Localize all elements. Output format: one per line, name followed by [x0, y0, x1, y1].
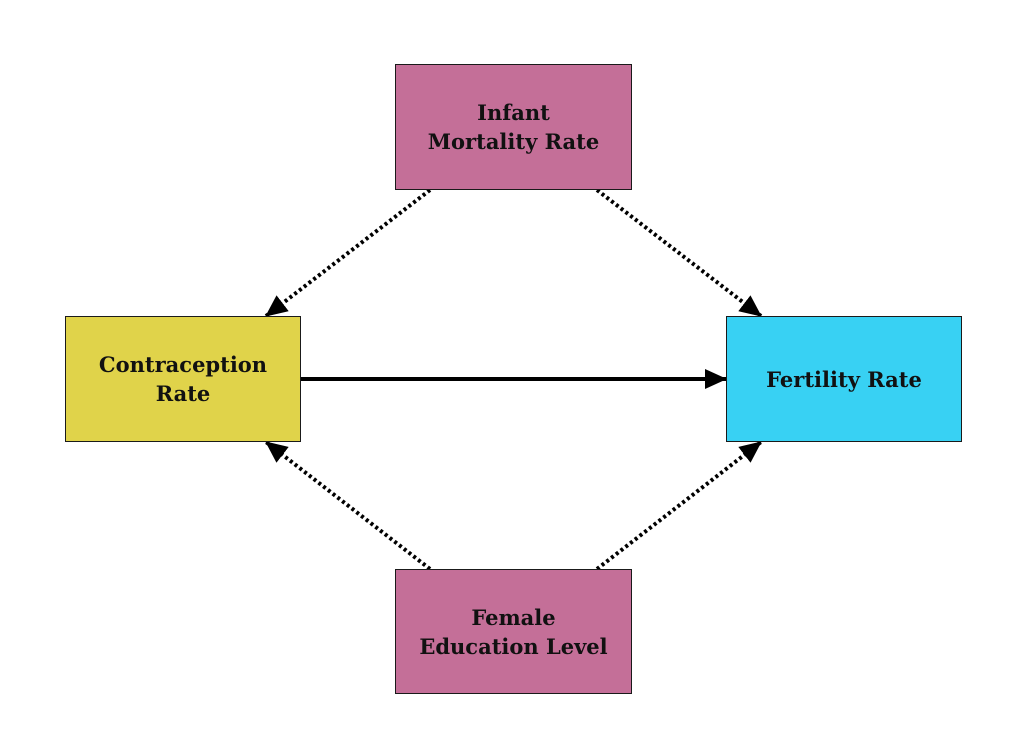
- female-education-level-node: Female Education Level: [395, 569, 632, 694]
- edge-infant-to-contraception: [264, 188, 432, 318]
- infant-mortality-rate-label: Infant Mortality Rate: [427, 100, 600, 154]
- edge-infant-to-fertility: [595, 188, 763, 318]
- fertility-rate-node: Fertility Rate: [726, 316, 962, 442]
- contraception-rate-node: Contraception Rate: [65, 316, 301, 442]
- infant-mortality-rate-node: Infant Mortality Rate: [395, 64, 632, 190]
- edge-education-to-fertility: [595, 440, 763, 571]
- fertility-rate-label: Fertility Rate: [766, 366, 922, 392]
- edge-education-to-contraception: [264, 440, 432, 571]
- female-education-level-label: Female Education Level: [419, 604, 608, 659]
- contraception-rate-label: Contraception Rate: [98, 352, 268, 406]
